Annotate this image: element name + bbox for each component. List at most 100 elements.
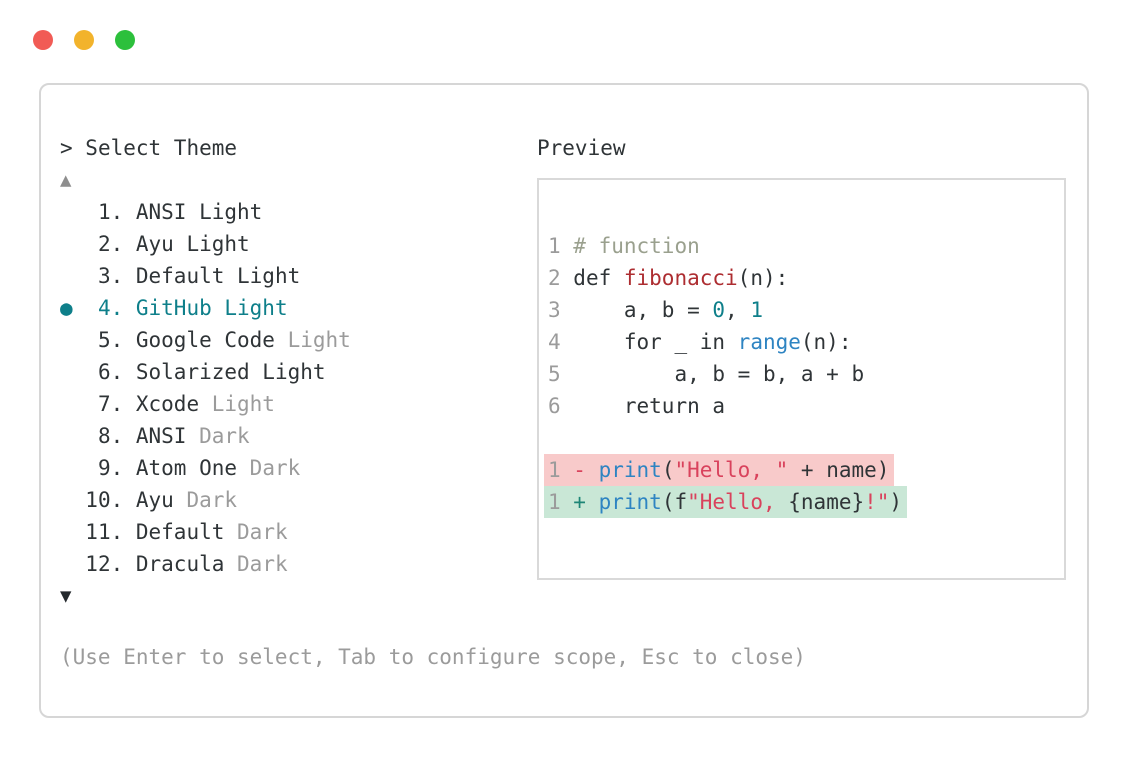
- code-line-content: 6 return a: [544, 390, 730, 422]
- diff-added-line: 1 + print(f"Hello, {name}!"): [544, 486, 1064, 518]
- code-line: 2 def fibonacci(n):: [548, 262, 1064, 294]
- code-line-content: 1 - print("Hello, " + name): [544, 454, 895, 486]
- theme-item-number: 1.: [85, 200, 136, 224]
- line-number: 1: [548, 234, 561, 258]
- theme-item-variant: Light: [199, 392, 275, 416]
- theme-item-number: 12.: [85, 552, 136, 576]
- selected-bullet-icon: ●: [60, 296, 86, 320]
- close-button[interactable]: [33, 30, 53, 50]
- code-line: 4 for _ in range(n):: [548, 326, 1064, 358]
- prompt-chevron-icon: >: [60, 136, 86, 160]
- theme-item-variant: Dark: [237, 456, 301, 480]
- marker-spacer: [60, 520, 85, 544]
- line-number: 2: [548, 266, 561, 290]
- code-line: [548, 422, 1064, 454]
- line-number: 6: [548, 394, 561, 418]
- code-token-string: "Hello, ": [674, 458, 789, 482]
- theme-item-ayu-dark[interactable]: 10. Ayu Dark: [60, 484, 351, 516]
- code-token-text: ): [889, 490, 903, 514]
- theme-item-dracula-dark[interactable]: 12. Dracula Dark: [60, 548, 351, 580]
- code-line-content: [544, 422, 578, 454]
- theme-item-label: Google Code: [135, 328, 275, 352]
- code-token-text: (f: [661, 490, 688, 514]
- theme-item-ansi-light[interactable]: 1. ANSI Light: [60, 196, 351, 228]
- theme-item-atom-one-dark[interactable]: 9. Atom One Dark: [60, 452, 351, 484]
- code-token-call: print: [598, 458, 662, 482]
- theme-item-label: Ayu Light: [135, 232, 250, 256]
- code-token-text: (n):: [737, 266, 789, 290]
- code-token-minus: -: [573, 458, 599, 482]
- theme-item-ansi-dark[interactable]: 8. ANSI Dark: [60, 420, 351, 452]
- line-number: 4: [548, 330, 561, 354]
- code-token-call: range: [737, 330, 801, 354]
- code-token-text: (n):: [800, 330, 852, 354]
- marker-spacer: [60, 456, 85, 480]
- theme-item-variant: Light: [274, 328, 351, 352]
- theme-item-default-light[interactable]: 3. Default Light: [60, 260, 351, 292]
- theme-item-ayu-light[interactable]: 2. Ayu Light: [60, 228, 351, 260]
- theme-item-label: Default: [135, 520, 225, 544]
- code-token-comment: # function: [573, 234, 700, 258]
- theme-item-label: Ayu: [135, 488, 174, 512]
- page-title: Select Theme: [85, 136, 238, 160]
- scroll-up-icon[interactable]: ▲: [60, 169, 72, 191]
- code-line-content: 2 def fibonacci(n):: [544, 262, 793, 294]
- minimize-button[interactable]: [74, 30, 94, 50]
- marker-spacer: [60, 424, 85, 448]
- code-token-number: 0: [712, 298, 726, 322]
- theme-item-default-dark[interactable]: 11. Default Dark: [60, 516, 351, 548]
- code-token-call: print: [598, 490, 662, 514]
- code-token-plus: +: [573, 490, 599, 514]
- keyboard-hints: (Use Enter to select, Tab to configure s…: [60, 645, 806, 669]
- code-line-content: [544, 198, 578, 230]
- select-theme-header: > Select Theme: [60, 132, 237, 164]
- marker-spacer: [60, 488, 85, 512]
- theme-item-number: 9.: [85, 456, 136, 480]
- code-line-content: 3 a, b = 0, 1: [544, 294, 768, 326]
- code-line: [548, 198, 1064, 230]
- theme-item-variant: Dark: [186, 424, 250, 448]
- line-number: 3: [548, 298, 561, 322]
- theme-item-google-code-light[interactable]: 5. Google Code Light: [60, 324, 351, 356]
- code-token-string: "Hello,: [687, 490, 789, 514]
- zoom-button[interactable]: [115, 30, 135, 50]
- theme-item-number: 3.: [85, 264, 136, 288]
- theme-item-number: 6.: [85, 360, 136, 384]
- code-token-text: ,: [725, 298, 751, 322]
- preview-label: Preview: [537, 136, 626, 160]
- theme-item-label: Solarized Light: [135, 360, 326, 384]
- code-token-text: for _ in: [573, 330, 738, 354]
- code-line-content: 1 + print(f"Hello, {name}!"): [544, 486, 908, 518]
- code-token-string: !": [864, 490, 890, 514]
- theme-item-number: 10.: [85, 488, 136, 512]
- theme-list: 1. ANSI Light 2. Ayu Light 3. Default Li…: [60, 196, 351, 580]
- theme-item-label: Xcode: [135, 392, 200, 416]
- marker-spacer: [60, 264, 85, 288]
- code-token-text: (: [661, 458, 675, 482]
- marker-spacer: [60, 552, 85, 576]
- theme-item-label: Default Light: [135, 264, 301, 288]
- theme-item-number: 2.: [85, 232, 136, 256]
- theme-item-xcode-light[interactable]: 7. Xcode Light: [60, 388, 351, 420]
- theme-item-github-light[interactable]: ● 4. GitHub Light: [60, 292, 351, 324]
- marker-spacer: [60, 392, 85, 416]
- theme-item-variant: Dark: [173, 488, 238, 512]
- code-token-text: + name): [788, 458, 890, 482]
- code-token-text: return a: [573, 394, 726, 418]
- theme-item-number: 4.: [85, 296, 136, 320]
- line-number: 1: [548, 490, 561, 514]
- marker-spacer: [60, 328, 85, 352]
- diff-removed-line: 1 - print("Hello, " + name): [544, 454, 1064, 486]
- line-number: 1: [548, 458, 561, 482]
- theme-item-number: 7.: [85, 392, 136, 416]
- window-controls: [33, 30, 135, 50]
- code-line-content: 1 # function: [544, 230, 705, 262]
- marker-spacer: [60, 232, 85, 256]
- code-token-text: {name}: [788, 490, 865, 514]
- theme-item-label: Atom One: [135, 456, 238, 480]
- theme-item-solarized-light[interactable]: 6. Solarized Light: [60, 356, 351, 388]
- theme-picker-window: > Select Theme ▲ 1. ANSI Light 2. Ayu Li…: [39, 83, 1089, 718]
- theme-item-label: ANSI Light: [135, 200, 263, 224]
- code-token-text: a, b = b, a + b: [573, 362, 865, 386]
- scroll-down-icon[interactable]: ▼: [60, 585, 72, 607]
